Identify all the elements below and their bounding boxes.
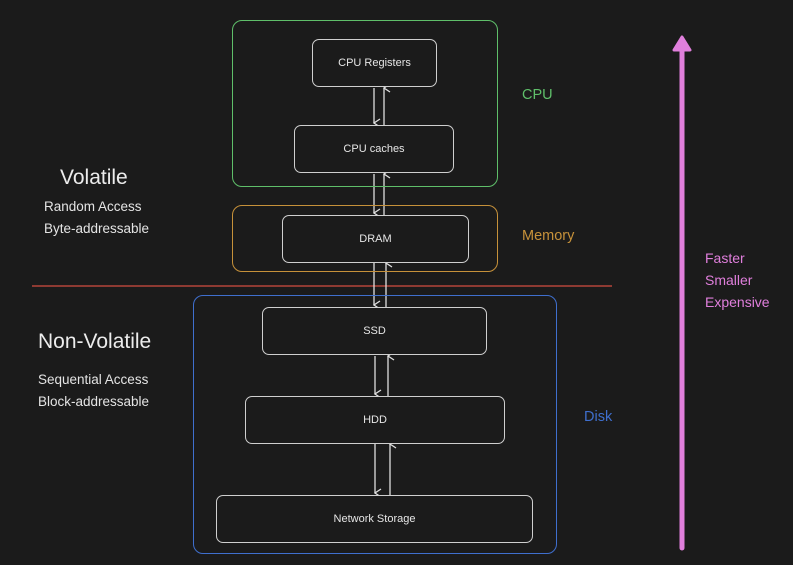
non-volatile-description: Sequential Access Block-addressable [38,369,149,413]
node-ssd-label: SSD [363,325,386,337]
node-cpu-caches-label: CPU caches [343,143,405,155]
non-volatile-title: Non-Volatile [38,330,152,353]
node-ssd[interactable]: SSD [262,307,487,355]
disk-group-label: Disk [584,409,613,425]
node-hdd-label: HDD [363,414,387,426]
non-volatile-addressing: Block-addressable [38,394,150,409]
axis-label-smaller: Smaller [705,272,753,288]
volatile-title: Volatile [60,166,128,189]
axis-labels: Faster Smaller Expensive [705,247,770,313]
volatile-addressing: Byte-addressable [44,221,150,236]
node-cpu-registers-label: CPU Registers [338,57,411,69]
node-hdd[interactable]: HDD [245,396,505,444]
cpu-group [232,20,498,187]
memory-group [232,205,498,272]
memory-group-label: Memory [522,228,575,244]
node-network-storage-label: Network Storage [333,513,416,525]
node-dram[interactable]: DRAM [282,215,469,263]
cpu-group-label: CPU [522,87,553,103]
disk-group [193,295,557,554]
node-network-storage[interactable]: Network Storage [216,495,533,543]
non-volatile-access-type: Sequential Access [38,372,149,387]
node-cpu-caches[interactable]: CPU caches [294,125,454,173]
speed-cost-axis-arrow [672,35,692,551]
axis-label-expensive: Expensive [705,294,770,310]
node-dram-label: DRAM [359,233,392,245]
axis-label-faster: Faster [705,250,745,266]
node-cpu-registers[interactable]: CPU Registers [312,39,437,87]
volatile-description: Random Access Byte-addressable [44,196,149,240]
volatile-access-type: Random Access [44,199,142,214]
